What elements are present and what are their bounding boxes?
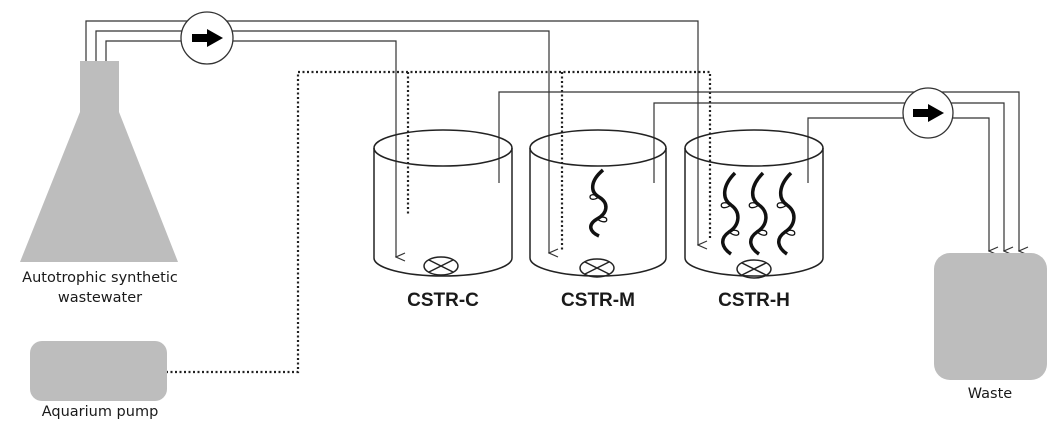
biofilm-carrier [720,171,740,256]
reactor-label-cstr-h: CSTR-H [718,290,790,311]
waste-tank-label: Waste [967,386,1013,402]
waste-tank [934,253,1047,380]
influent-feed-lines [85,20,698,257]
stirrer-m [579,258,615,278]
reactor-label-cstr-c: CSTR-C [407,290,479,311]
aquarium-pump [30,341,167,401]
arrow-right-icon [913,104,944,122]
biofilm-carrier [776,171,796,256]
effluent-pump [902,87,954,139]
feed-flask-label-line1: Autotrophic synthetic [22,270,178,286]
aeration-lines [166,70,712,374]
influent-pump [180,11,234,65]
reactor-label-cstr-m: CSTR-M [561,290,635,311]
reactor-cstr-m [529,129,667,277]
stirrer-c [423,256,459,276]
stirrer-h [736,259,772,279]
aquarium-pump-label: Aquarium pump [41,404,159,420]
feed-flask-label: Autotrophic synthetic wastewater [0,268,200,308]
reactor-cstr-c [373,129,513,277]
arrow-right-icon [192,29,223,47]
biofilm-carrier [748,171,768,256]
biofilm-carrier [589,168,608,238]
reactor-cstr-h [684,129,824,277]
feed-flask [20,61,178,262]
feed-flask-label-line2: wastewater [57,290,143,306]
